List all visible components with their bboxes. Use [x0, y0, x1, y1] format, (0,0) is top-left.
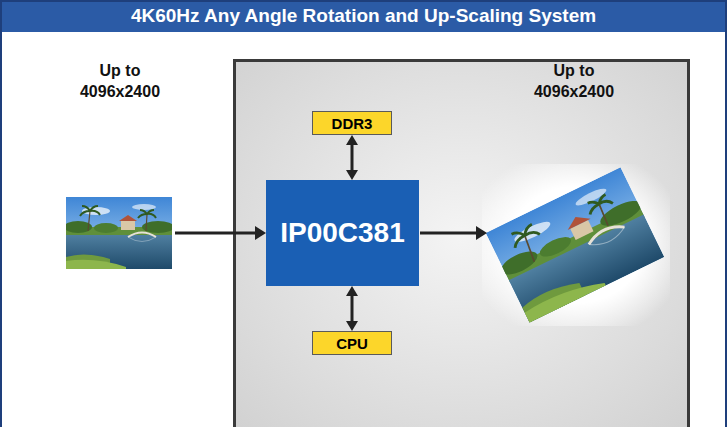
- bus-arrow: [346, 135, 358, 180]
- memory-box: DDR3: [312, 111, 392, 135]
- ip-core-box: IP00C381: [266, 180, 419, 286]
- box-text: IP00C381: [280, 217, 405, 249]
- resolution-label: Up to 4096x2400: [68, 60, 172, 102]
- box-text: CPU: [336, 335, 368, 352]
- resolution-label: Up to 4096x2400: [522, 60, 626, 102]
- cpu-box: CPU: [312, 331, 392, 355]
- output-image: [483, 166, 667, 324]
- input-image: [64, 197, 174, 269]
- title-text: 4K60Hz Any Angle Rotation and Up-Scaling…: [0, 0, 727, 32]
- bus-arrow: [346, 286, 358, 331]
- box-text: DDR3: [332, 115, 373, 132]
